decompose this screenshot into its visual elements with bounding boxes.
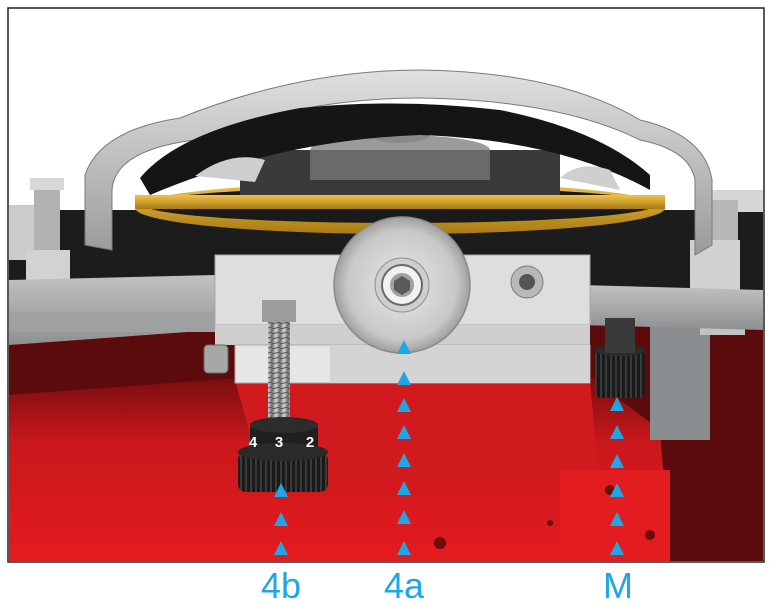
dial-number: 4: [249, 434, 258, 451]
label-4a: 4a: [383, 565, 425, 606]
label-4b: 4b: [260, 565, 302, 606]
arrow-m: [610, 397, 624, 555]
side-nut: [203, 344, 229, 374]
hex-screw: [510, 265, 544, 299]
dial-number: 2: [306, 434, 314, 451]
label-m: M: [603, 565, 633, 606]
left-bracket: [9, 178, 70, 305]
arrow-4b: [274, 483, 288, 555]
dial-number: 3: [275, 434, 283, 451]
hood-cover: [84, 69, 713, 256]
arrow-4a: [397, 340, 411, 555]
knob-m: [595, 318, 645, 398]
eccentric-disc: [333, 216, 471, 354]
adjustment-knob: 4 3 2: [238, 417, 328, 492]
central-hub: [240, 127, 560, 195]
threaded-rod: [262, 300, 296, 433]
